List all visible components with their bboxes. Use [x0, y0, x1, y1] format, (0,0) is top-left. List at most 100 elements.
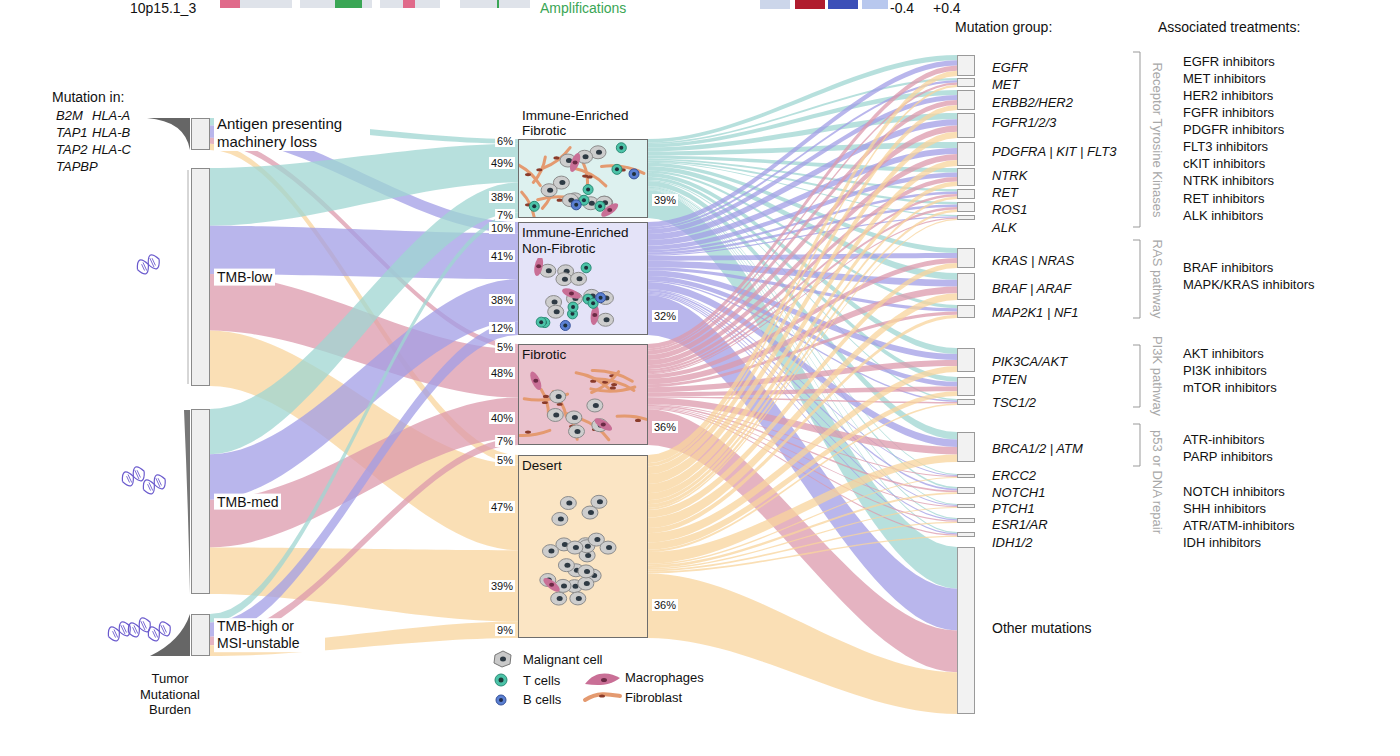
treatment-label: HER2 inhibitors [1183, 88, 1273, 103]
group-bracket [1133, 52, 1140, 466]
legend-label: Macrophages [625, 670, 704, 685]
flow-band [210, 322, 518, 637]
node-label: NOTCH1 [992, 485, 1045, 500]
percent-label: 36% [652, 599, 678, 611]
mutation-group-box: PIK3CA/AKT [957, 348, 975, 372]
node-label: ERCC2 [992, 468, 1036, 483]
node-label: Antigen presenting machinery loss [214, 115, 370, 151]
node-label: IDH1/2 [992, 535, 1032, 550]
treatment-label: PDGFR inhibitors [1183, 122, 1284, 137]
node-label: TMB-low [214, 269, 275, 286]
mutation-group-box: FGFR1/2/3 [957, 113, 975, 138]
group-box: TMB-med [191, 409, 210, 594]
percent-label: 49% [489, 157, 515, 169]
mutation-group-box: PDGFRA | KIT | FLT3 [957, 142, 975, 166]
node-label: MAP2K1 | NF1 [992, 305, 1078, 320]
percent-label: 38% [489, 294, 515, 306]
tumor-illustration [519, 365, 647, 444]
strip-label: Amplifications [540, 0, 626, 16]
bracket-label: Receptor Tyrosine Kinases [1150, 62, 1165, 217]
tumor-type-box: Fibrotic [518, 344, 648, 445]
treatment-label: PI3K inhibitors [1183, 363, 1267, 378]
node-label: PTCH1 [992, 501, 1035, 516]
treatment-label: ALK inhibitors [1183, 208, 1263, 223]
node-label: TMB-high or MSI-unstable [214, 618, 325, 652]
gene-name: HLA-B [92, 125, 130, 140]
node-label: Desert [522, 458, 646, 474]
treatment-label: MET inhibitors [1183, 71, 1266, 86]
percent-label: 39% [652, 194, 678, 206]
flow-band [648, 366, 957, 542]
node-label: Immune-Enriched Fibrotic [522, 108, 646, 139]
percent-label: 40% [489, 412, 515, 424]
mutation-group-box: TSC1/2 [957, 399, 975, 405]
flow-band [648, 197, 957, 505]
mutation-group-box: RET [957, 189, 975, 199]
flow-band [648, 263, 957, 518]
bracket-label: PI3K pathway [1150, 336, 1165, 416]
legend-label: T cells [523, 673, 560, 688]
percent-label: 7% [495, 209, 515, 221]
gene-name: TAP2 [56, 142, 88, 157]
node-label: BRCA1/2 | ATM [992, 441, 1083, 456]
percent-label: 48% [489, 367, 515, 379]
flow-band [648, 536, 957, 574]
gene-name: HLA-A [92, 108, 130, 123]
flow-bands [210, 55, 957, 714]
treatment-label: EGFR inhibitors [1183, 54, 1275, 69]
percent-label: 5% [495, 341, 515, 353]
treatment-label: SHH inhibitors [1183, 501, 1266, 516]
mutation-group-box: ALK [957, 215, 975, 220]
strip-label: +0.4 [933, 0, 961, 16]
node-label: PIK3CA/AKT [992, 354, 1067, 369]
node-label: ESR1/AR [992, 517, 1048, 532]
treatment-label: AKT inhibitors [1183, 346, 1264, 361]
tumor-illustration [519, 140, 647, 217]
mutation-group-box: ERBB2/HER2 [957, 90, 975, 110]
treatment-label: ATR-inhibitors [1183, 432, 1264, 447]
gene-name: B2M [56, 108, 83, 123]
percent-label: 39% [489, 580, 515, 592]
node-label: NTRK [992, 168, 1027, 183]
mutation-group-box: PTEN [957, 377, 975, 396]
percent-label: 7% [495, 435, 515, 447]
treatment-label: BRAF inhibitors [1183, 260, 1273, 275]
mutation-group-box: NTRK [957, 168, 975, 186]
gene-name: HLA-C [92, 142, 131, 157]
mutation-group-box: ESR1/AR [957, 518, 975, 523]
tumor-type-box: Desert [518, 455, 648, 638]
node-label: BRAF | ARAF [992, 281, 1071, 296]
treatment-label: PARP inhibitors [1183, 449, 1273, 464]
flow-band [648, 190, 957, 589]
bracket-label: RAS pathway [1150, 240, 1165, 319]
group-box: Antigen presenting machinery loss [191, 118, 210, 150]
flow-band [648, 315, 957, 533]
tumor-type-box: Immune-Enriched Non-Fibrotic [518, 222, 648, 335]
percent-label: 9% [495, 624, 515, 636]
flow-band [210, 331, 518, 551]
node-label: Other mutations [992, 620, 1092, 636]
treatment-label: FLT3 inhibitors [1183, 139, 1268, 154]
percent-label: 5% [495, 454, 515, 466]
mutation-group-box: BRAF | ARAF [957, 273, 975, 300]
mutation-group-box: MET [957, 78, 975, 87]
node-label: Fibrotic [522, 347, 646, 363]
node-label: ROS1 [992, 202, 1027, 217]
treatment-label: mTOR inhibitors [1183, 380, 1277, 395]
node-label: PDGFRA | KIT | FLT3 [992, 144, 1117, 159]
legend-label: B cells [523, 692, 561, 707]
percent-label: 6% [495, 135, 515, 147]
mutation-group-box: NOTCH1 [957, 487, 975, 494]
bracket-label: p53 or DNA repair [1150, 430, 1165, 534]
node-label: PTEN [992, 372, 1027, 387]
flow-band [648, 522, 957, 572]
mutation-group-box: ROS1 [957, 202, 975, 212]
node-label: RET [992, 185, 1018, 200]
gene-name: TAP1 [56, 125, 88, 140]
gene-name: TAPBP [56, 159, 98, 174]
dna-icon [105, 253, 173, 644]
flow-band [648, 477, 957, 565]
treatment-label: NOTCH inhibitors [1183, 484, 1285, 499]
mutation-group-box: EGFR [957, 55, 975, 76]
flow-band [648, 160, 957, 493]
